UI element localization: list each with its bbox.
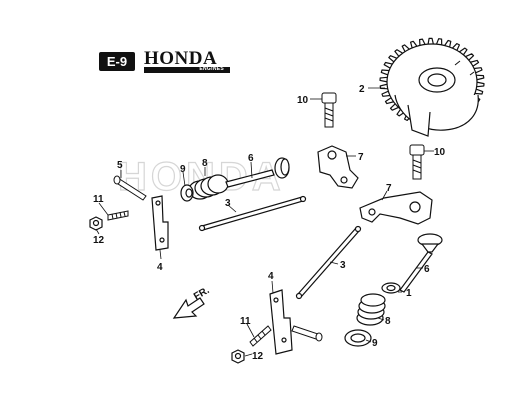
- rocker-arm-upper: [317, 145, 359, 189]
- callout-9-lower: 9: [372, 338, 378, 349]
- spring-seat-lower: [344, 329, 372, 347]
- valve-lower: [399, 233, 443, 293]
- callout-3-lower: 3: [340, 260, 346, 271]
- callout-5: 5: [117, 160, 123, 171]
- callout-11-upper: 11: [93, 194, 104, 205]
- pin-5: [113, 175, 147, 201]
- callout-12-lower: 12: [252, 351, 264, 362]
- brand-bar: [144, 67, 230, 73]
- bolt-10-right: [409, 144, 425, 180]
- nut-12-upper: [89, 216, 103, 231]
- valve-spring-lower: [356, 293, 386, 326]
- pin-5-lower: [291, 325, 323, 342]
- callout-12-upper: 12: [93, 235, 105, 246]
- spring-retainer-lower: [381, 282, 401, 294]
- bracket-lower: [269, 289, 293, 355]
- pushrod-lower: [295, 225, 362, 300]
- leader-lines: [95, 87, 434, 357]
- callout-10-right: 10: [434, 147, 446, 158]
- bracket-upper: [151, 195, 169, 251]
- callout-4-upper: 4: [157, 262, 163, 273]
- valve-upper: [225, 157, 290, 188]
- callout-10-upper: 10: [297, 95, 309, 106]
- brand-logo: HONDA ENGINES: [144, 48, 230, 73]
- callout-6-upper: 6: [248, 153, 254, 164]
- callout-4-lower: 4: [268, 271, 274, 282]
- section-code-badge: E-9: [99, 52, 135, 71]
- callout-8-lower: 8: [385, 316, 391, 327]
- callout-7-lower: 7: [386, 183, 392, 194]
- callout-8-upper: 8: [202, 158, 208, 169]
- callout-2: 2: [359, 84, 365, 95]
- front-direction-arrow: FR.: [172, 285, 212, 319]
- callout-11-lower: 11: [240, 316, 251, 327]
- callout-7-upper: 7: [358, 152, 364, 163]
- callout-labels: 2 10 10 7 7 5 9 8 6 3 11 12 4 4 3 6 1 11…: [93, 84, 446, 362]
- callout-3-upper: 3: [225, 198, 231, 209]
- callout-1: 1: [406, 288, 412, 299]
- nut-12-lower: [231, 349, 245, 364]
- brand-name: HONDA: [144, 48, 218, 69]
- callout-9-upper: 9: [180, 164, 186, 175]
- rocker-arm-lower: [359, 191, 433, 225]
- adjust-screw-11-lower: [249, 325, 272, 347]
- callout-6-lower: 6: [424, 264, 430, 275]
- spring-retainer-upper: [180, 184, 194, 202]
- direction-label: FR.: [192, 285, 212, 303]
- section-code: E-9: [106, 54, 128, 69]
- adjust-screw-11-upper: [107, 210, 129, 221]
- pushrod-upper: [198, 195, 307, 232]
- bolt-10-upper: [321, 92, 337, 128]
- brand-subtitle: ENGINES: [199, 66, 224, 72]
- camshaft-gear: [379, 37, 485, 137]
